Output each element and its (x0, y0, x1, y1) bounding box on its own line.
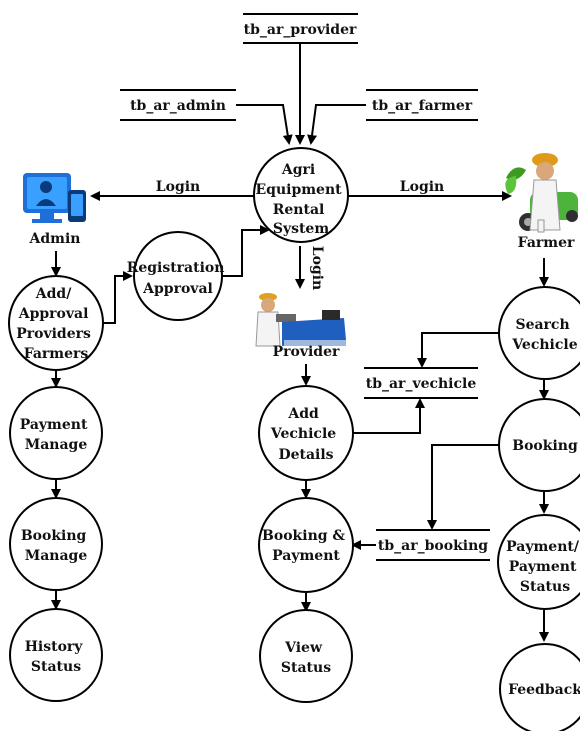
process-line: Details (278, 447, 333, 463)
flow-registration-to-system (222, 225, 270, 277)
actor-admin-label: Admin (29, 231, 81, 247)
admin-computer-user-icon (23, 173, 86, 223)
svg-text:Feedback: Feedback (508, 682, 580, 698)
actor-farmer-label: Farmer (518, 235, 575, 251)
flow-add-vehicle-to-store (353, 398, 425, 434)
process-line: History (25, 639, 84, 655)
process-add-approval: Add/ Approval Providers Farmers (8, 275, 104, 371)
process-search-vehicle: Search Vechicle (498, 286, 580, 380)
process-line: Approval (18, 306, 89, 322)
flow-booking-to-booking-store (427, 444, 499, 530)
svg-text:Payment/ Payment S: Payment/ Payment Status (506, 539, 580, 595)
process-line: Manage (25, 548, 88, 564)
process-line: Vechicle (511, 337, 577, 353)
store-tb-ar-farmer: tb_ar_farmer (366, 89, 478, 121)
process-line: Farmers (24, 346, 89, 362)
process-line: Feedback (508, 682, 580, 698)
svg-text:Booking Manage: Booking Manage (21, 528, 91, 564)
flow-search-to-vehicle-store (417, 332, 499, 368)
process-line: Registration (127, 260, 225, 276)
svg-text:Payment Manage: Payment Manage (20, 417, 93, 453)
process-line: Providers (16, 326, 91, 342)
process-line: Payment (272, 548, 340, 564)
svg-text:Booking & Payment: Booking & Payment (262, 528, 350, 564)
process-center: Agri Equipment Rental System (253, 147, 349, 243)
process-registration-approval: Registration Approval (127, 231, 230, 321)
actor-provider-label: Provider (273, 344, 340, 360)
process-payment-status: Payment/ Payment Status (497, 514, 580, 610)
process-line: Booking (21, 528, 87, 544)
farmer-tractor-icon (505, 153, 578, 233)
process-line: Rental (273, 202, 325, 218)
store-tb-ar-provider: tb_ar_provider (243, 13, 358, 44)
process-line: Booking (512, 438, 578, 454)
process-booking-payment: Booking & Payment (258, 497, 354, 593)
edge-label-login-farmer: Login (400, 179, 444, 195)
store-label: tb_ar_provider (244, 22, 357, 38)
svg-text:Booking: Booking (512, 438, 578, 454)
store-label: tb_ar_vechicle (366, 376, 477, 392)
edge-label-login-admin: Login (156, 179, 200, 195)
svg-text:History Status: History Status (25, 639, 88, 675)
process-add-vehicle-details: Add Vechicle Details (258, 385, 354, 481)
provider-machine-icon (255, 293, 346, 347)
process-history-status: History Status (9, 608, 103, 702)
svg-text:Agri Equipment Ren: Agri Equipment Rental System (256, 162, 347, 237)
flow-farmer-store-to-system (307, 104, 366, 145)
flow-admin-store-to-system (236, 104, 293, 145)
process-line: Add (287, 406, 319, 422)
process-line: Agri (281, 162, 315, 178)
process-line: Status (31, 659, 81, 675)
process-booking: Booking (498, 398, 580, 492)
process-line: Search (515, 317, 569, 333)
process-line: View (284, 640, 323, 656)
process-view-status: View Status (259, 609, 353, 703)
process-line: Payment/ (506, 539, 580, 555)
svg-text:Add/ Approval Prov: Add/ Approval Providers Farmers (16, 286, 96, 362)
process-line: Approval (142, 281, 213, 297)
process-line: Payment (509, 559, 577, 575)
store-label: tb_ar_booking (378, 538, 488, 554)
process-line: Status (281, 660, 331, 676)
process-line: Manage (25, 437, 88, 453)
process-line: System (273, 221, 330, 237)
process-line: Status (520, 579, 570, 595)
svg-text:Add Vechicle Detai: Add Vechicle Details (270, 406, 341, 463)
store-label: tb_ar_farmer (372, 98, 473, 114)
process-line: Equipment (256, 182, 343, 198)
process-line: Booking & (262, 528, 345, 544)
process-booking-manage: Booking Manage (9, 497, 103, 591)
process-payment-manage: Payment Manage (9, 386, 103, 480)
process-line: Add/ (35, 286, 72, 302)
process-line: Vechicle (270, 426, 336, 442)
process-line: Payment (20, 417, 88, 433)
svg-text:Registration Approval: Registration Approval (127, 260, 230, 297)
store-tb-ar-booking: tb_ar_booking (376, 529, 490, 561)
store-tb-ar-vechicle: tb_ar_vechicle (364, 367, 478, 399)
flow-add-to-registration (104, 271, 133, 324)
store-label: tb_ar_admin (130, 98, 226, 114)
svg-text:Search Vechicle: Search Vechicle (511, 317, 577, 353)
svg-text:View Status: View Status (281, 640, 331, 676)
edge-label-login-provider: Login (309, 246, 325, 290)
process-feedback: Feedback (499, 643, 580, 731)
store-tb-ar-admin: tb_ar_admin (120, 89, 236, 121)
